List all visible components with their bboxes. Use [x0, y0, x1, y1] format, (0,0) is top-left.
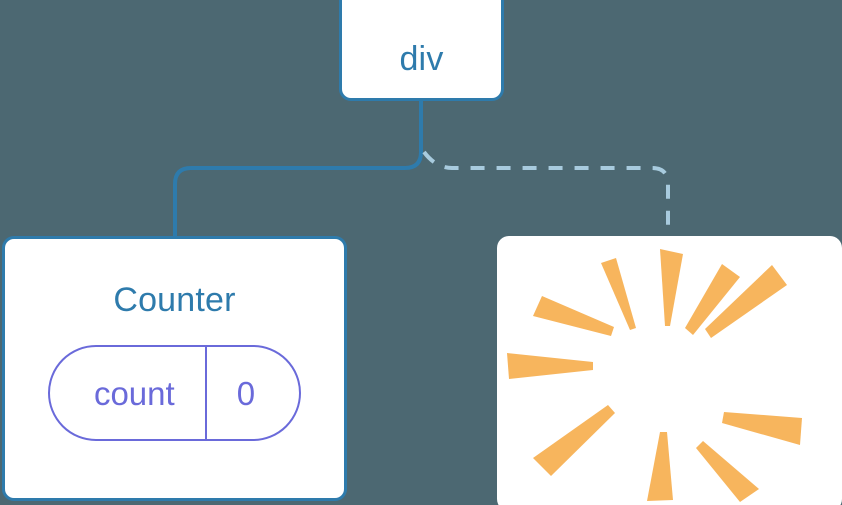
spinner-blade-b [647, 432, 673, 501]
spinner-blade-ur [705, 265, 787, 338]
state-pill-divider [204, 347, 207, 439]
spinner-blade-r [722, 412, 802, 445]
node-counter-label: Counter [113, 281, 236, 319]
spinner-blade-l [507, 353, 593, 379]
spinner-blade-tl [601, 258, 636, 330]
spinner-blade-ul [533, 296, 614, 336]
spinner-blades [507, 249, 802, 502]
node-div-label: div [399, 40, 444, 78]
spinner-blade-1 [660, 249, 683, 326]
loading-spinner-icon [507, 249, 802, 502]
spinner-blade-2 [685, 264, 740, 335]
state-value-label: 0 [236, 374, 256, 412]
node-loading[interactable] [497, 236, 842, 505]
node-counter[interactable]: Counter count 0 [2, 236, 347, 501]
state-pill-count[interactable]: count 0 [47, 345, 302, 441]
spinner-blade-lr [696, 441, 759, 502]
spinner-blade-ll [533, 405, 615, 476]
node-div[interactable]: div [339, 0, 504, 101]
state-key-label: count [93, 374, 175, 412]
